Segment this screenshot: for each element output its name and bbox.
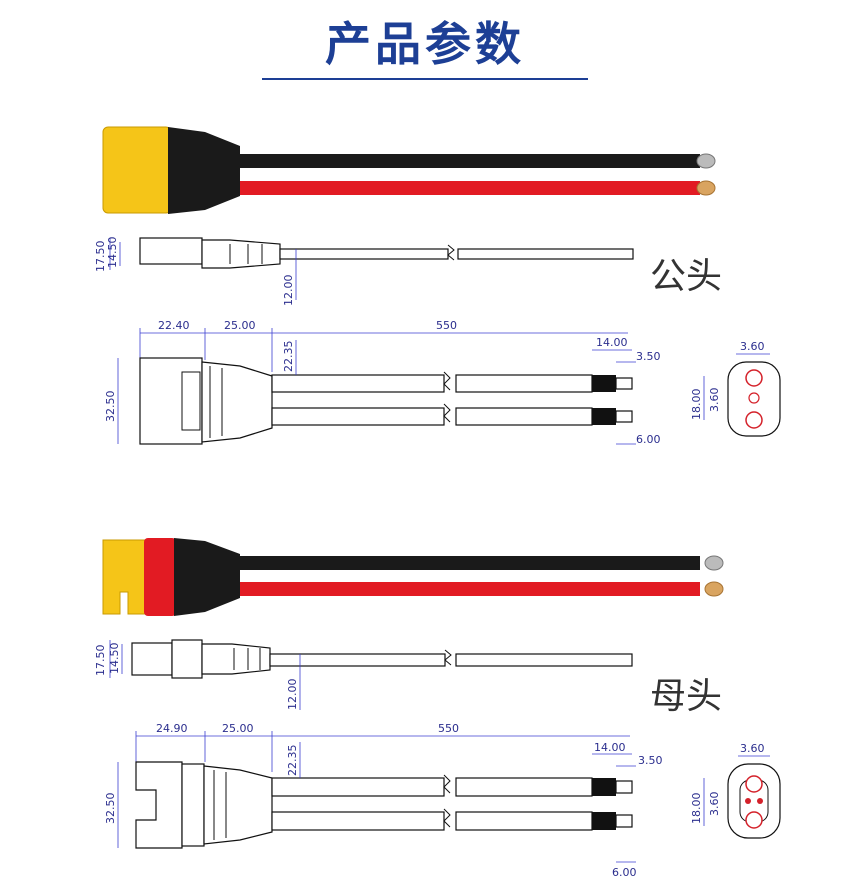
female-top-boot: [203, 765, 273, 845]
female-tin: 3.50: [638, 754, 663, 767]
female-side-wire-end: [455, 653, 633, 667]
male-end-inner: 3.60: [708, 388, 721, 413]
female-side-h-wire: 12.00: [286, 679, 299, 711]
male-side-h-wire: 12.00: [282, 275, 295, 307]
page-title: 产品参数: [325, 17, 525, 71]
male-wire-dia: 6.00: [636, 433, 661, 446]
title-underline: [262, 78, 588, 80]
female-side-h-inner: 14.50: [108, 643, 121, 675]
male-black-wire: [240, 154, 700, 168]
male-top-boot: [201, 361, 273, 443]
female-black-wire-strands: [704, 555, 724, 571]
female-side-housing: [131, 642, 173, 676]
male-len-connector: 22.40: [158, 319, 190, 332]
female-top-housing: [135, 761, 183, 849]
female-len-wire: 550: [438, 722, 459, 735]
male-label: 公头: [650, 256, 722, 297]
female-len-boot: 25.00: [222, 722, 254, 735]
female-cable-photo: [102, 538, 724, 616]
male-end-view: 3.60 18.00 3.60: [690, 340, 781, 437]
male-width: 32.50: [104, 391, 117, 423]
female-top-view: 24.90 25.00 550 32.50 22.35 14.00 3.50 6…: [104, 722, 663, 879]
male-side-boot: [201, 239, 281, 269]
male-side-wire: [279, 248, 449, 260]
female-side-boot: [201, 643, 271, 675]
female-yellow-housing: [102, 539, 147, 615]
male-top-wire-1: [271, 374, 445, 393]
male-cable-photo: [102, 126, 716, 214]
male-len-wire: 550: [436, 319, 457, 332]
male-top-view: 22.40 25.00 550 32.50 22.35 14.00 3.50 6…: [104, 319, 661, 446]
female-strip: 14.00: [594, 741, 626, 754]
female-red-wire: [240, 582, 700, 596]
female-top-wire-1: [271, 777, 445, 797]
male-end-pin-spacing: 3.60: [740, 340, 765, 353]
male-side-housing: [139, 237, 203, 265]
female-wire-dia: 6.00: [612, 866, 637, 879]
female-black-wire: [240, 556, 700, 570]
female-side-wire: [269, 653, 446, 667]
male-boot-height: 22.35: [282, 341, 295, 373]
female-end-view: 3.60 18.00 3.60: [690, 742, 781, 839]
female-end-height: 18.00: [690, 793, 703, 825]
male-side-h-inner: 14.50: [106, 237, 119, 269]
male-red-wire: [240, 181, 700, 195]
female-boot-height: 22.35: [286, 745, 299, 777]
male-end-height: 18.00: [690, 389, 703, 421]
female-side-view: 17.50 14.50 12.00 母头: [94, 639, 722, 717]
male-yellow-housing: [102, 126, 172, 214]
female-end-pin-spacing: 3.60: [740, 742, 765, 755]
male-side-view: 17.50 14.50 12.00 公头: [94, 237, 722, 307]
female-end-inner: 3.60: [708, 792, 721, 817]
male-black-boot: [168, 127, 240, 214]
male-top-housing: [139, 357, 203, 445]
male-len-boot: 25.00: [224, 319, 256, 332]
male-top-wire-2: [271, 407, 445, 426]
female-label: 母头: [650, 676, 722, 717]
male-red-wire-strands: [696, 180, 716, 196]
female-len-connector: 24.90: [156, 722, 188, 735]
male-side-h-outer: 17.50: [94, 241, 107, 273]
female-top-wire-2: [271, 811, 445, 831]
female-black-boot: [174, 538, 240, 616]
male-tin: 3.50: [636, 350, 661, 363]
female-red-wire-strands: [704, 581, 724, 597]
male-side-wire-end: [457, 248, 634, 260]
male-black-wire-strands: [696, 153, 716, 169]
female-red-collar: [144, 538, 176, 616]
female-side-h-outer: 17.50: [94, 645, 107, 677]
male-strip: 14.00: [596, 336, 628, 349]
female-width: 32.50: [104, 793, 117, 825]
